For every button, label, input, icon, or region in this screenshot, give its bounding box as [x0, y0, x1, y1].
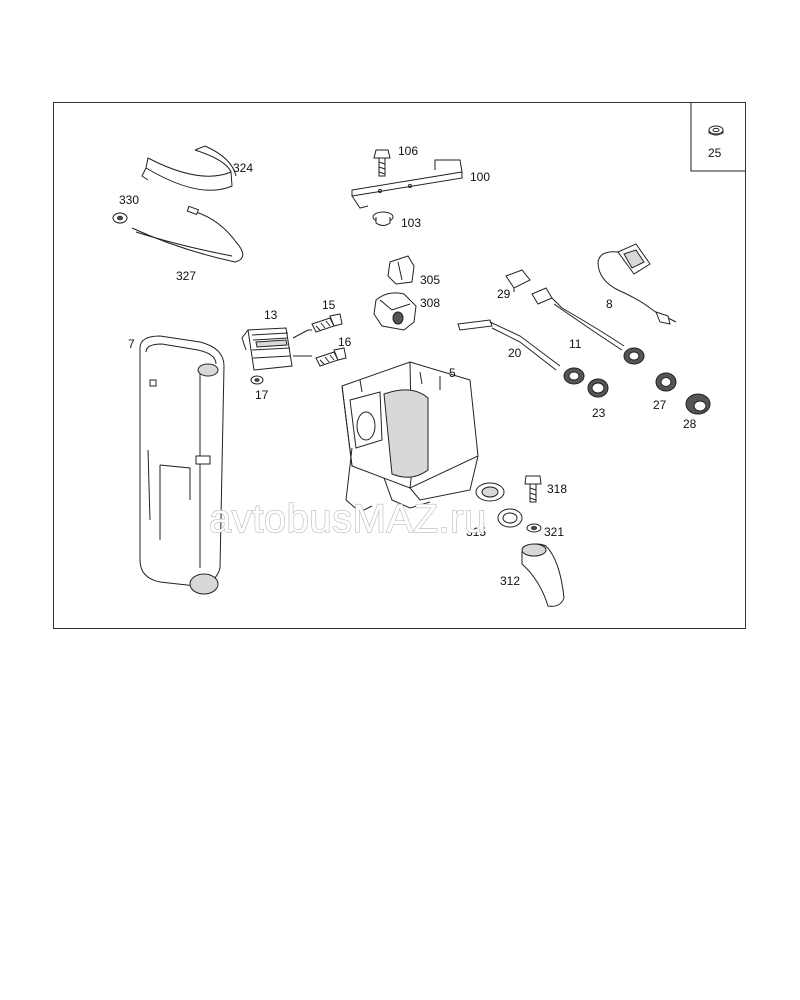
sensor-11-icon [623, 347, 645, 365]
clip-icon [387, 255, 415, 285]
inset-box: 25 [690, 103, 746, 172]
callout-7: 7 [128, 337, 135, 351]
nut-321-icon [526, 523, 542, 533]
strap-icon [141, 145, 237, 191]
callout-23: 23 [592, 406, 606, 420]
callout-315: 315 [466, 525, 486, 539]
callout-20: 20 [508, 346, 522, 360]
callout-330: 330 [119, 193, 139, 207]
callout-327: 327 [176, 269, 196, 283]
silencer-icon [139, 335, 225, 595]
callout-27: 27 [653, 398, 667, 412]
cable-icon [131, 205, 244, 263]
callout-305: 305 [420, 273, 440, 287]
pipe-icon [521, 543, 565, 607]
inset-part-label: 25 [708, 146, 722, 160]
callout-318: 318 [547, 482, 567, 496]
connector-plug-icon [531, 287, 625, 351]
ring-27-icon [655, 372, 677, 392]
washer-icon [112, 212, 128, 224]
bracket-icon [351, 159, 463, 209]
callout-11: 11 [569, 337, 582, 351]
callout-8: 8 [606, 297, 613, 311]
nox-sensor-icon [597, 243, 677, 325]
leader-lines [292, 329, 312, 357]
grommet-icon [372, 211, 394, 226]
callout-13: 13 [264, 308, 278, 322]
callout-17: 17 [255, 388, 269, 402]
bolt-16-icon [315, 347, 347, 367]
bolt-15-icon [311, 313, 343, 333]
callout-324: 324 [233, 161, 253, 175]
callout-5: 5 [449, 366, 456, 380]
filter-housing-icon [341, 361, 505, 513]
callout-321: 321 [544, 525, 564, 539]
callout-103: 103 [401, 216, 421, 230]
mount-icon [373, 292, 417, 331]
callout-15: 15 [322, 298, 336, 312]
callout-28: 28 [683, 417, 697, 431]
bolt-318-icon [524, 475, 542, 503]
callout-100: 100 [470, 170, 490, 184]
callout-29: 29 [497, 287, 511, 301]
connector-29-icon [505, 269, 531, 292]
sensor-20-icon [457, 319, 585, 385]
watermark-text: avtobusMAZ.ru [209, 497, 487, 541]
callout-106: 106 [398, 144, 418, 158]
bolt-icon [373, 149, 391, 177]
callout-16: 16 [338, 335, 352, 349]
ring-23-icon [587, 378, 609, 398]
nut-icon [708, 125, 724, 136]
mounting-plate-icon [241, 327, 293, 371]
clamp-icon [497, 508, 523, 528]
ring-28-icon [685, 393, 711, 415]
nut-17-icon [250, 375, 264, 385]
callout-308: 308 [420, 296, 440, 310]
callout-312: 312 [500, 574, 520, 588]
